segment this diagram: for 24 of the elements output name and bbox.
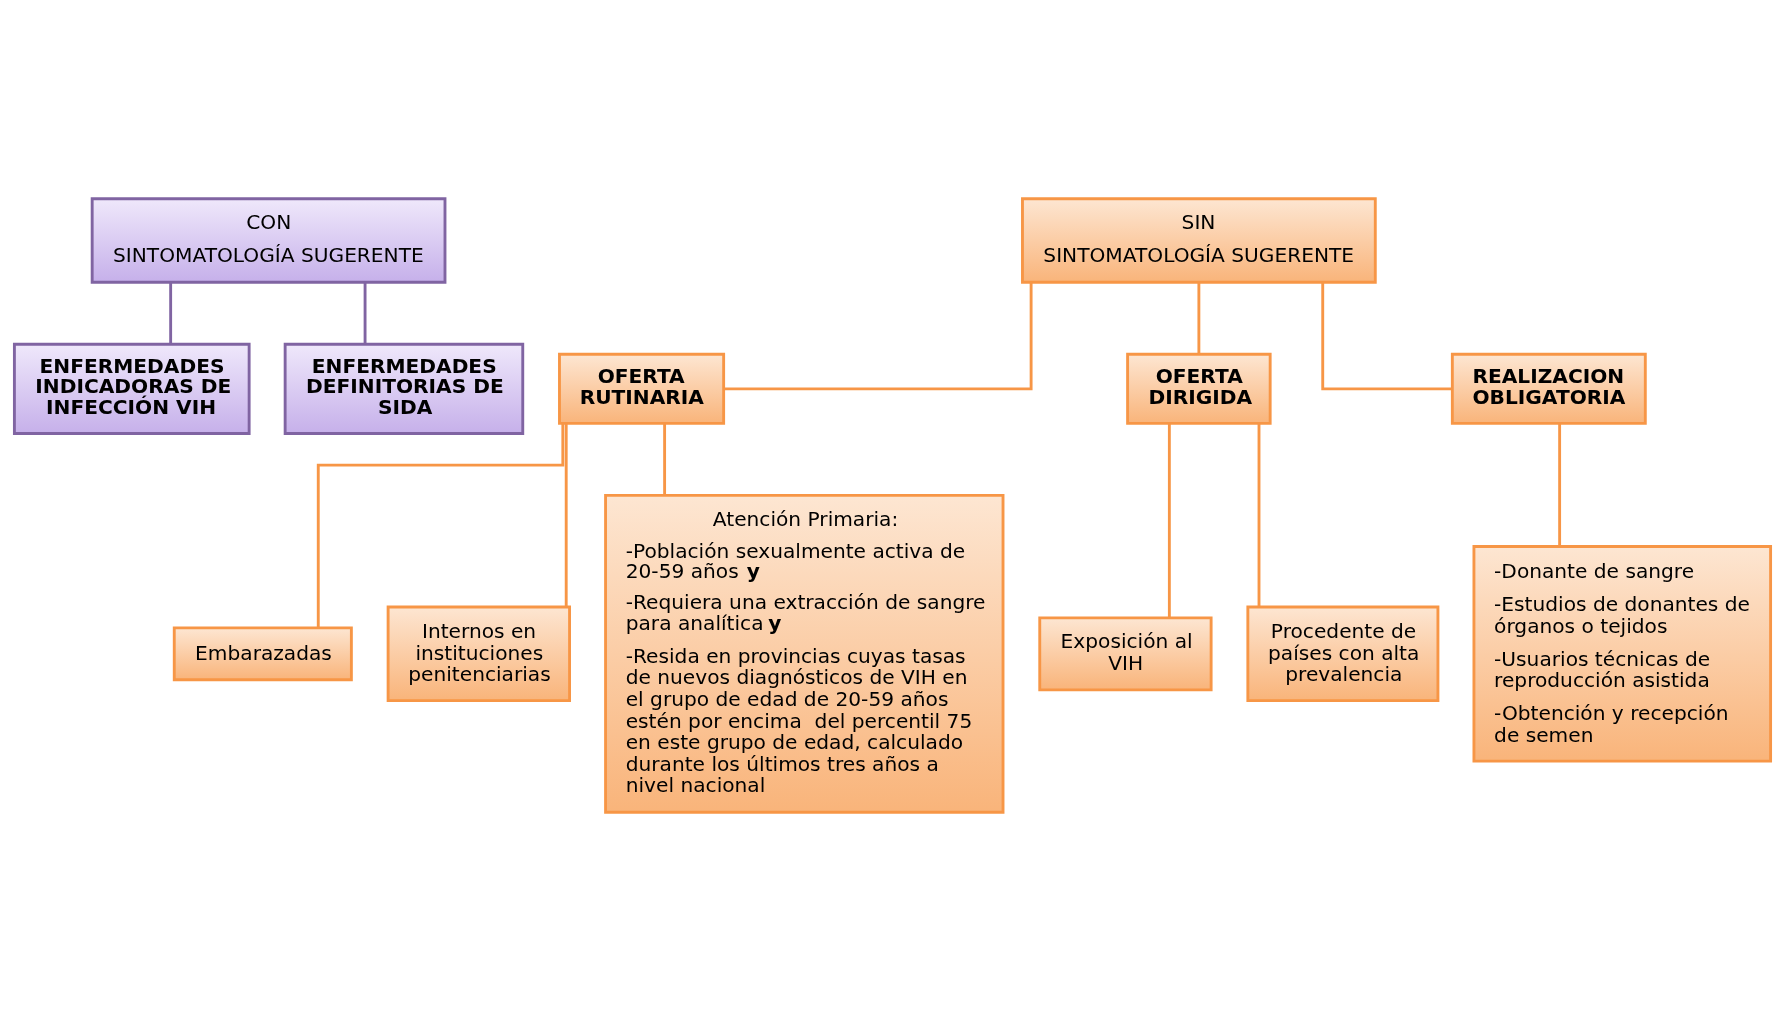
- node-box: OFERTA DIRIGIDA: [1126, 352, 1272, 425]
- connector: [1257, 423, 1261, 607]
- connector: [1197, 282, 1201, 355]
- node-box: OFERTA RUTINARIA: [558, 352, 726, 425]
- node-box: SIN SINTOMATOLOGÍA SUGERENTE: [1021, 197, 1377, 284]
- connector: [663, 423, 667, 496]
- connector: [169, 282, 173, 345]
- node-box: Internos en instituciones penitenciarias: [386, 605, 571, 703]
- connector: [723, 282, 1033, 391]
- connector: [363, 282, 367, 345]
- node-box: -Donante de sangre -Estudios de donantes de órganos o tejidos -Usuarios técnicas de reproducción asistida -Obtención y recepción de semen: [1472, 545, 1773, 763]
- node-box: Atención Primaria: -Población sexualmente activa de 20-59 años y -Requiera una extracción de sangre para analítica y -Resida en provincias cuyas tasas de nuevos diagnósticos de VIH en el grupo de edad de 20-59 años estén por encima del percentil 75 en este grupo de edad, calculado durante los últimos tres años a nivel nacional: [604, 494, 1005, 814]
- node-box: ENFERMEDADES INDICADORAS DE INFECCIÓN VIH: [12, 342, 251, 435]
- node-box: ENFERMEDADES DEFINITORIAS DE SIDA: [283, 342, 525, 435]
- node-box: Embarazadas: [172, 626, 353, 682]
- node-box: Exposición al VIH: [1038, 616, 1213, 692]
- connector: [1321, 282, 1453, 391]
- connector: [316, 423, 565, 628]
- connector: [564, 423, 568, 607]
- connector: [1558, 423, 1562, 547]
- connector: [1167, 423, 1171, 618]
- node-box: CON SINTOMATOLOGÍA SUGERENTE: [90, 197, 447, 284]
- node-box: Procedente de países con alta prevalencia: [1246, 605, 1440, 703]
- node-box: REALIZACION OBLIGATORIA: [1450, 352, 1647, 425]
